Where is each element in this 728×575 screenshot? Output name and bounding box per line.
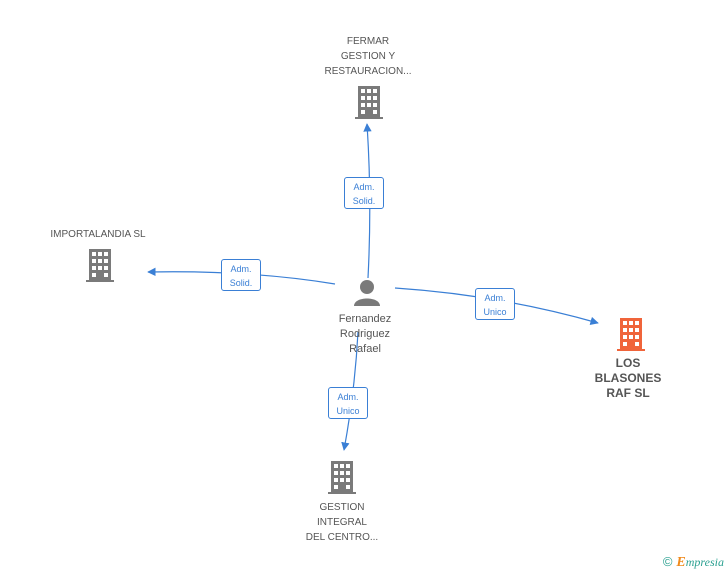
person-icon[interactable] <box>354 280 380 306</box>
building-icon[interactable] <box>617 318 645 351</box>
role-badge-importalandia[interactable]: Adm. Solid. <box>221 259 261 291</box>
company-label-fermar[interactable]: FERMAR GESTION Y RESTAURACION... <box>324 36 412 77</box>
building-icon[interactable] <box>86 249 114 282</box>
building-icon[interactable] <box>355 86 383 119</box>
role-badge-blasones[interactable]: Adm. Unico <box>475 288 515 320</box>
role-badge-gestion[interactable]: Adm. Unico <box>328 387 368 419</box>
copyright-symbol: © <box>662 554 673 569</box>
building-icon[interactable] <box>328 461 356 494</box>
company-label-importalandia[interactable]: IMPORTALANDIA SL <box>50 229 146 240</box>
person-label[interactable]: Fernandez Rodriguez Rafael <box>338 313 392 355</box>
brand-footer[interactable]: ©Empresia <box>663 554 724 571</box>
company-label-blasones[interactable]: LOS BLASONES RAF SL <box>594 356 662 400</box>
brand-name: mpresia <box>685 555 724 569</box>
brand-initial: E <box>676 555 686 570</box>
company-label-gestion[interactable]: GESTION INTEGRAL DEL CENTRO... <box>305 502 379 543</box>
role-badge-fermar[interactable]: Adm. Solid. <box>344 177 384 209</box>
